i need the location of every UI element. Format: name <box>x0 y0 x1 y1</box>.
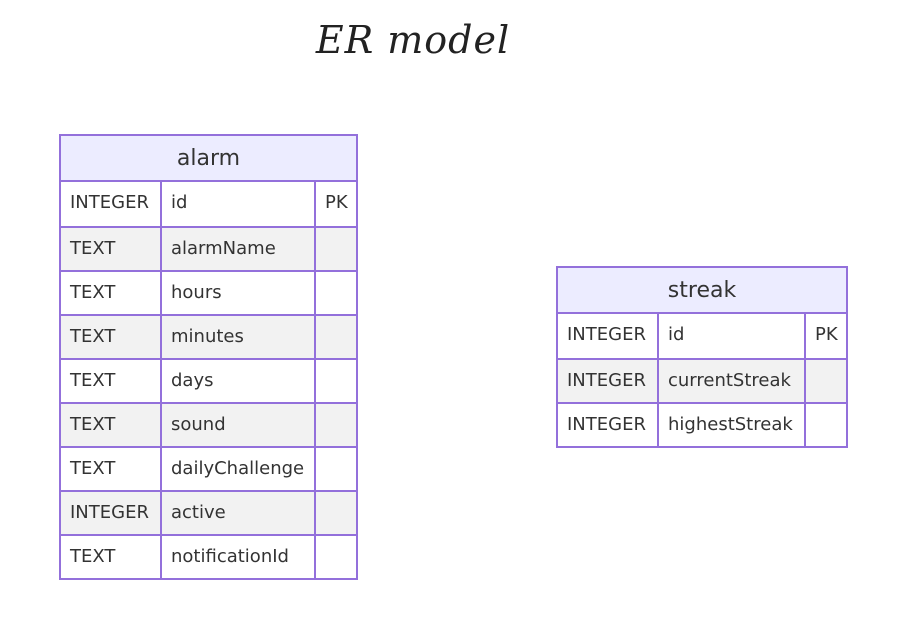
attribute-key <box>314 228 356 270</box>
attribute-key <box>314 404 356 446</box>
attribute-key <box>314 448 356 490</box>
attribute-key: PK <box>314 182 356 226</box>
diagram-title: ER model <box>315 18 511 62</box>
attribute-type: INTEGER <box>567 370 646 391</box>
attribute-type: TEXT <box>70 546 116 567</box>
attribute-name: currentStreak <box>657 360 804 402</box>
attribute-row: TEXT days <box>61 358 356 402</box>
attribute-type: TEXT <box>70 238 116 259</box>
attribute-type: INTEGER <box>70 192 149 213</box>
attribute-type: INTEGER <box>70 502 149 523</box>
attribute-row: TEXT hours <box>61 270 356 314</box>
attribute-key <box>804 360 846 402</box>
attribute-type: TEXT <box>70 282 116 303</box>
attribute-name: notificationId <box>160 536 314 578</box>
attribute-row: TEXT notificationId <box>61 534 356 578</box>
attribute-type: TEXT <box>70 458 116 479</box>
attribute-row: INTEGER active <box>61 490 356 534</box>
attribute-name: id <box>160 182 314 226</box>
attribute-key <box>314 272 356 314</box>
attribute-name: alarmName <box>160 228 314 270</box>
attribute-name: hours <box>160 272 314 314</box>
attribute-name: days <box>160 360 314 402</box>
attribute-row: TEXT alarmName <box>61 226 356 270</box>
attribute-key <box>314 536 356 578</box>
attribute-type: TEXT <box>70 326 116 347</box>
attribute-key <box>314 316 356 358</box>
attribute-row: INTEGER currentStreak <box>558 358 846 402</box>
attribute-type: INTEGER <box>567 324 646 345</box>
attribute-key <box>314 492 356 534</box>
attribute-key: PK <box>804 314 846 358</box>
attribute-row: TEXT minutes <box>61 314 356 358</box>
entity-name: alarm <box>61 136 356 182</box>
attribute-name: dailyChallenge <box>160 448 314 490</box>
attribute-row: TEXT dailyChallenge <box>61 446 356 490</box>
entity-name: streak <box>558 268 846 314</box>
attribute-key <box>804 404 846 446</box>
attribute-type: TEXT <box>70 414 116 435</box>
attribute-row: INTEGER highestStreak <box>558 402 846 446</box>
attribute-type: TEXT <box>70 370 116 391</box>
attribute-type: INTEGER <box>567 414 646 435</box>
attribute-name: id <box>657 314 804 358</box>
attribute-name: minutes <box>160 316 314 358</box>
attribute-key <box>314 360 356 402</box>
attribute-name: highestStreak <box>657 404 804 446</box>
attribute-name: sound <box>160 404 314 446</box>
attribute-row: TEXT sound <box>61 402 356 446</box>
attribute-name: active <box>160 492 314 534</box>
